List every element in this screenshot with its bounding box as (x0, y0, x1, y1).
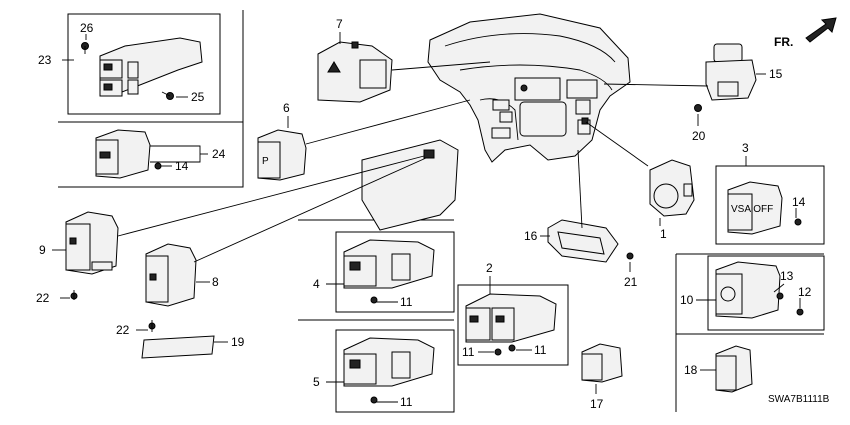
callout-19: 19 (231, 335, 245, 349)
screw-26 (81, 42, 89, 54)
screw-22b (148, 320, 156, 332)
part-8-switch (145, 243, 197, 307)
dashboard-assembly (427, 13, 631, 163)
screw-14-part-3 (794, 218, 802, 226)
callout-18: 18 (684, 363, 698, 377)
callout-11-part-5: 11 (400, 395, 413, 409)
callout-11-part-4: 11 (400, 295, 413, 309)
callout-3: 3 (742, 141, 749, 155)
part-19-pad (141, 335, 215, 359)
frame-part-10 (707, 255, 825, 331)
frame-part-5 (335, 329, 455, 413)
callout-13: 13 (780, 269, 794, 283)
part-7-hazard-switch (317, 41, 393, 103)
callout-22-part-9: 22 (36, 291, 50, 305)
part-24-switch (95, 129, 162, 179)
part-9-switch (65, 211, 119, 275)
switch-6-icon-label: P (262, 156, 269, 167)
part-6-switch: P (257, 129, 307, 181)
frame-part-3 (715, 165, 825, 245)
part-15-ignition (705, 43, 757, 101)
callout-7: 7 (336, 17, 343, 31)
part-17-blank (581, 343, 623, 383)
screw-11-part-2 (494, 344, 516, 356)
frame-part-4 (335, 231, 455, 313)
screw-25 (161, 91, 174, 100)
column-cover (361, 139, 459, 231)
screw-21 (626, 252, 634, 260)
leader-lines (52, 32, 801, 403)
screw-22a (70, 290, 78, 300)
switch-3-icon-label: VSA OFF (731, 204, 773, 215)
frame-part-2 (457, 284, 569, 366)
callout-21: 21 (624, 275, 638, 289)
callout-12: 12 (798, 285, 812, 299)
screw-20 (694, 104, 702, 112)
callout-9: 9 (39, 243, 46, 257)
part-18-blank (715, 345, 753, 393)
callout-11-part-2-left: 11 (462, 345, 475, 359)
callout-labels: 1 2 3 4 5 6 7 8 9 10 11 11 11 11 12 13 1… (36, 17, 812, 411)
callout-22-part-8: 22 (116, 323, 130, 337)
part-1-mirror-switch (649, 159, 695, 217)
part-4-switch (343, 239, 435, 289)
callout-6: 6 (283, 101, 290, 115)
callout-11-part-2-right: 11 (534, 343, 547, 357)
diagram-code: SWA7B1111B (768, 394, 830, 405)
callout-5: 5 (313, 375, 320, 389)
screw-11-part-5 (370, 396, 378, 404)
callout-16: 16 (524, 229, 538, 243)
part-5-switch (343, 337, 435, 387)
callout-15: 15 (769, 67, 783, 81)
callout-25: 25 (191, 90, 205, 104)
callout-24: 24 (212, 147, 226, 161)
screw-11-part-4 (370, 296, 378, 304)
callout-17: 17 (590, 397, 604, 411)
part-2-switch (465, 293, 557, 343)
callout-10: 10 (680, 293, 694, 307)
front-direction-label: FR. (774, 35, 793, 49)
part-3-switch: VSA OFF (727, 181, 783, 235)
part-23-switch (99, 37, 203, 97)
front-arrow-icon: FR. (774, 17, 837, 49)
callout-14-part-3: 14 (792, 195, 806, 209)
callout-2: 2 (486, 261, 493, 275)
callout-4: 4 (313, 277, 320, 291)
callout-8: 8 (212, 275, 219, 289)
callout-20: 20 (692, 129, 706, 143)
callout-23: 23 (38, 53, 52, 67)
screws-12-13 (776, 292, 804, 316)
callout-26: 26 (80, 21, 94, 35)
part-16-bezel (547, 219, 619, 263)
callout-14-part-24: 14 (175, 159, 189, 173)
part-10-dimmer (715, 261, 781, 319)
callout-1: 1 (660, 227, 667, 241)
